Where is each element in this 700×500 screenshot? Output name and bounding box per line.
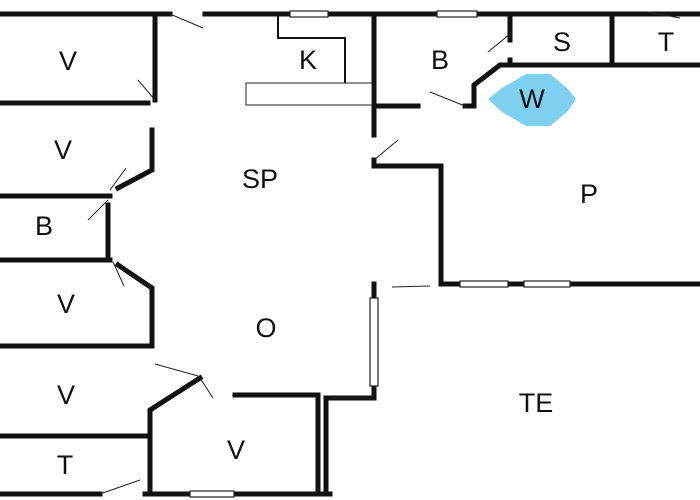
- room-label-t-right: T: [658, 27, 675, 57]
- room-label-s: S: [553, 27, 571, 57]
- room-label-b-top: B: [431, 45, 449, 75]
- room-label-v1: V: [59, 46, 77, 76]
- room-label-w: W: [519, 84, 545, 114]
- room-label-sp: SP: [242, 164, 278, 194]
- room-label-te: TE: [519, 388, 554, 418]
- room-label-k: K: [299, 45, 317, 75]
- room-label-p: P: [580, 179, 598, 209]
- room-label-b-left: B: [35, 211, 53, 241]
- kitchen-counter: [245, 82, 373, 106]
- room-label-v2: V: [54, 135, 72, 165]
- room-label-v4: V: [57, 380, 75, 410]
- room-label-t-left: T: [57, 450, 74, 480]
- room-label-v3: V: [57, 289, 75, 319]
- w-marker-octagon: [488, 74, 576, 126]
- windows: [189, 10, 571, 498]
- doors: [87, 11, 681, 495]
- room-label-v5: V: [227, 435, 245, 465]
- room-label-o: O: [255, 313, 276, 343]
